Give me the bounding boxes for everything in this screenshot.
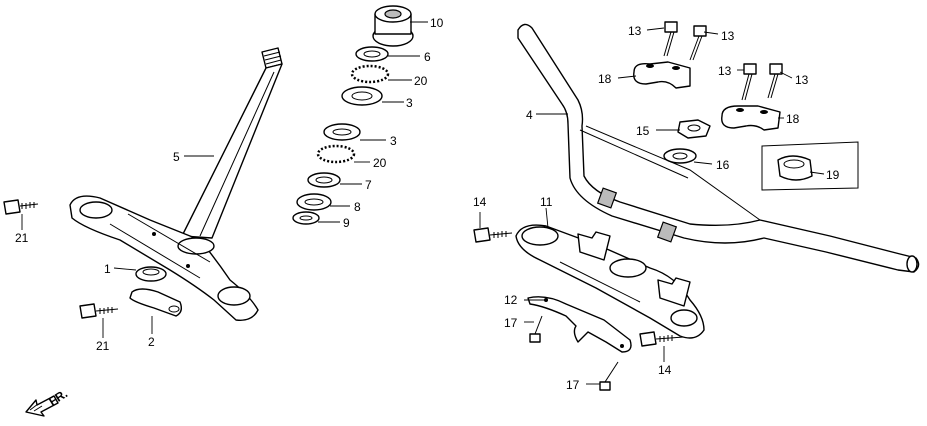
- screw-17-upper: [529, 315, 543, 343]
- callout-14-left: 14: [473, 195, 487, 209]
- callout-3-top: 3: [406, 96, 413, 110]
- bolt-13-a: [663, 21, 678, 57]
- callout-1: 1: [104, 262, 111, 276]
- inset-box: [761, 141, 859, 191]
- screw-17-lower: [599, 361, 619, 391]
- callout-13-c: 13: [718, 64, 732, 78]
- callout-2: 2: [148, 335, 155, 349]
- bolt-13-d: [741, 63, 757, 101]
- callout-17-lower: 17: [566, 378, 580, 392]
- callout-11: 11: [540, 195, 553, 209]
- callout-18-lower: 18: [786, 112, 800, 126]
- callout-12: 12: [504, 293, 518, 307]
- steering-stem: [181, 47, 283, 239]
- bolt-21-left: [3, 199, 39, 215]
- bolt-14-left: [473, 227, 513, 243]
- steel-balls-20-bottom: [316, 144, 356, 164]
- callout-18-upper: 18: [598, 72, 612, 86]
- callout-5: 5: [173, 150, 180, 164]
- race-3-bottom: [323, 123, 361, 141]
- race-3-top: [341, 86, 383, 106]
- callout-21-bottom: 21: [96, 339, 110, 353]
- bolt-14-right: [639, 331, 685, 347]
- nut-15: [677, 119, 711, 139]
- bolt-21-bottom: [79, 303, 119, 319]
- callout-labels: 10 6 20 3 3 20 7 8 9 5 1 2 21 21 4 11 14…: [15, 16, 840, 392]
- bracket-12: [527, 296, 632, 353]
- race-7: [307, 172, 341, 188]
- bottom-bridge: [69, 195, 259, 321]
- callout-15: 15: [636, 124, 650, 138]
- seal-8: [296, 193, 332, 211]
- callout-13-d: 13: [795, 73, 809, 87]
- front-direction-arrow: FR.: [25, 386, 70, 417]
- callout-4: 4: [526, 108, 533, 122]
- bracket-2: [129, 288, 183, 317]
- bearing-race-1: [135, 266, 167, 282]
- callout-3-bottom: 3: [390, 134, 397, 148]
- callout-10: 10: [430, 16, 444, 30]
- steel-balls-20-top: [350, 64, 390, 84]
- callout-20-bottom: 20: [373, 156, 387, 170]
- bolt-13-c: [767, 63, 783, 99]
- top-bridge: [515, 224, 705, 339]
- callout-7: 7: [365, 178, 372, 192]
- stem-nut-10: [372, 5, 414, 47]
- leader-lines: [21, 21, 825, 385]
- holder-18-lower: [721, 105, 781, 131]
- callout-8: 8: [354, 200, 361, 214]
- callout-17-upper: 17: [504, 316, 518, 330]
- callout-13-b: 13: [721, 29, 735, 43]
- callout-20-top: 20: [414, 74, 428, 88]
- bolt-13-b: [689, 25, 707, 61]
- race-6: [355, 46, 389, 62]
- callout-19: 19: [826, 168, 840, 182]
- callout-6: 6: [424, 50, 431, 64]
- callout-14-right: 14: [658, 363, 672, 377]
- handlebar-pipe: [517, 23, 920, 273]
- washer-9: [292, 211, 320, 225]
- holder-18-upper: [633, 61, 691, 89]
- callout-9: 9: [343, 216, 350, 230]
- callout-16: 16: [716, 158, 730, 172]
- callout-13-a: 13: [628, 24, 642, 38]
- washer-16: [663, 148, 697, 164]
- callout-21-left: 21: [15, 231, 29, 245]
